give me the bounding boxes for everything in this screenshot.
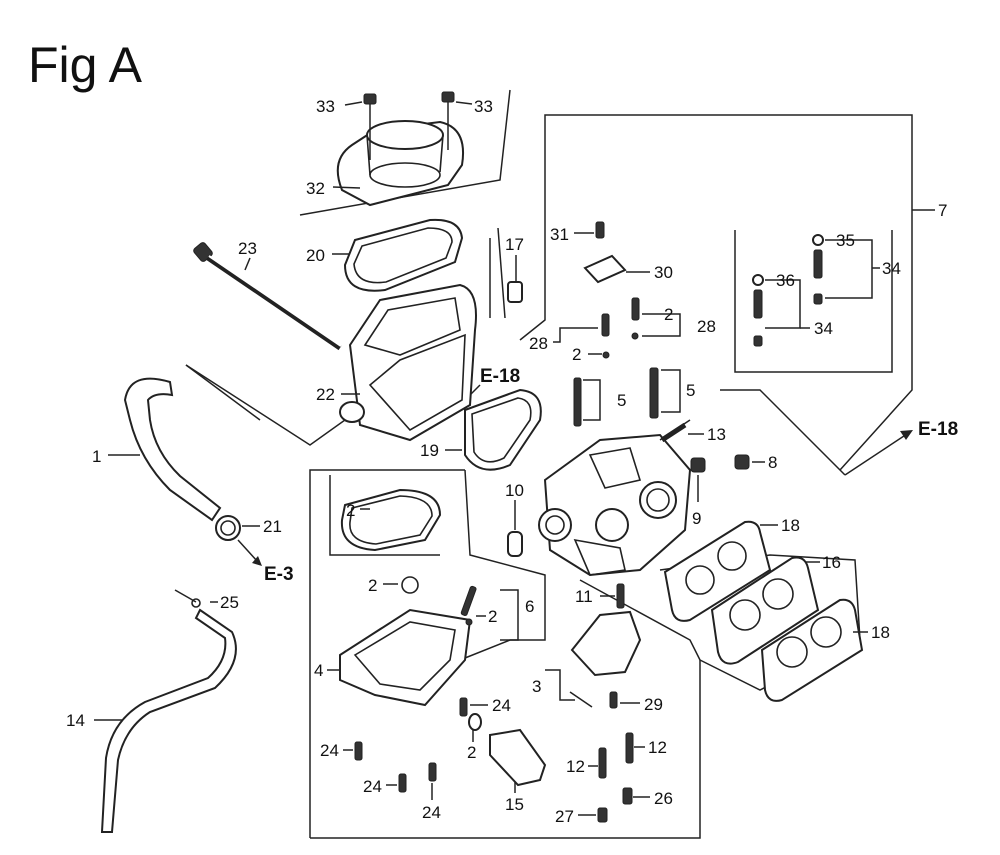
callout-13: 13 xyxy=(707,425,726,444)
callout-6: 6 xyxy=(525,597,534,616)
callout-20: 20 xyxy=(306,246,325,265)
callout-4: 4 xyxy=(314,661,323,680)
callout-26: 26 xyxy=(654,789,673,808)
callout-24: 24 xyxy=(320,741,339,760)
callout-3: 3 xyxy=(532,677,541,696)
callout-2: 2 xyxy=(488,607,497,626)
carburetor-body-part xyxy=(538,419,692,577)
callout-33: 33 xyxy=(474,97,493,116)
part-17 xyxy=(507,281,523,303)
callout-12: 12 xyxy=(566,757,585,776)
callout-22: 22 xyxy=(316,385,335,404)
elbow-cover-part xyxy=(336,91,464,207)
callout-28: 28 xyxy=(529,334,548,353)
callout-14: 14 xyxy=(66,711,85,730)
leader-lines xyxy=(94,101,880,816)
callout-32: 32 xyxy=(306,179,325,198)
bracket-30-part xyxy=(583,221,627,284)
callout-29: 29 xyxy=(644,695,663,714)
callout-31: 31 xyxy=(550,225,569,244)
callout-24: 24 xyxy=(492,696,511,715)
callout-8: 8 xyxy=(768,453,777,472)
callout-9: 9 xyxy=(692,509,701,528)
callout-16: 16 xyxy=(822,553,841,572)
solenoid-15-part xyxy=(468,713,547,787)
reference-e18: E-18 xyxy=(918,419,958,440)
callout-18: 18 xyxy=(781,516,800,535)
callout-5: 5 xyxy=(686,381,695,400)
callout-1: 1 xyxy=(92,447,101,466)
callout-30: 30 xyxy=(654,263,673,282)
bolt-23-part xyxy=(193,242,342,351)
callout-18: 18 xyxy=(871,623,890,642)
group-boundaries xyxy=(185,89,935,839)
fuel-hose-14-part xyxy=(100,598,237,833)
callout-2: 2 xyxy=(467,743,476,762)
float-3-part xyxy=(569,610,642,708)
callout-2: 2 xyxy=(664,305,673,324)
callout-7: 7 xyxy=(938,201,947,220)
callout-15: 15 xyxy=(505,795,524,814)
gasket-2-part xyxy=(340,488,442,552)
air-box-22-part xyxy=(339,283,477,442)
float-bowl-4-part xyxy=(339,576,472,707)
reference-e3: E-3 xyxy=(264,564,294,585)
callout-2: 2 xyxy=(368,576,377,595)
callout-5: 5 xyxy=(617,391,626,410)
callout-19: 19 xyxy=(420,441,439,460)
callout-2: 2 xyxy=(572,345,581,364)
figure-title: Fig A xyxy=(28,37,142,93)
cross-references: E-18 E-18 E-3 xyxy=(264,366,958,585)
gasket-20-part xyxy=(343,218,464,292)
callout-35: 35 xyxy=(836,231,855,250)
gasket-19-part xyxy=(464,388,542,471)
callout-34: 34 xyxy=(814,319,833,338)
callout-11: 11 xyxy=(575,587,593,606)
callout-2: 2 xyxy=(346,501,355,520)
callout-labels: 33 33 32 20 23 17 22 19 1 21 2 2 2 6 25 … xyxy=(66,97,947,826)
callout-23: 23 xyxy=(238,239,257,258)
gasket-16-18-plates xyxy=(663,520,864,702)
breather-hose-1-part xyxy=(123,377,241,541)
small-jets-screws xyxy=(354,234,824,823)
callout-24: 24 xyxy=(422,803,441,822)
callout-34: 34 xyxy=(882,259,901,278)
callout-25: 25 xyxy=(220,593,239,612)
reference-e18: E-18 xyxy=(480,366,520,387)
callout-12: 12 xyxy=(648,738,667,757)
callout-33: 33 xyxy=(316,97,335,116)
callout-21: 21 xyxy=(263,517,282,536)
callout-24: 24 xyxy=(363,777,382,796)
callout-28: 28 xyxy=(697,317,716,336)
callout-10: 10 xyxy=(505,481,524,500)
callout-36: 36 xyxy=(776,271,795,290)
callout-27: 27 xyxy=(555,807,574,826)
callout-17: 17 xyxy=(505,235,524,254)
